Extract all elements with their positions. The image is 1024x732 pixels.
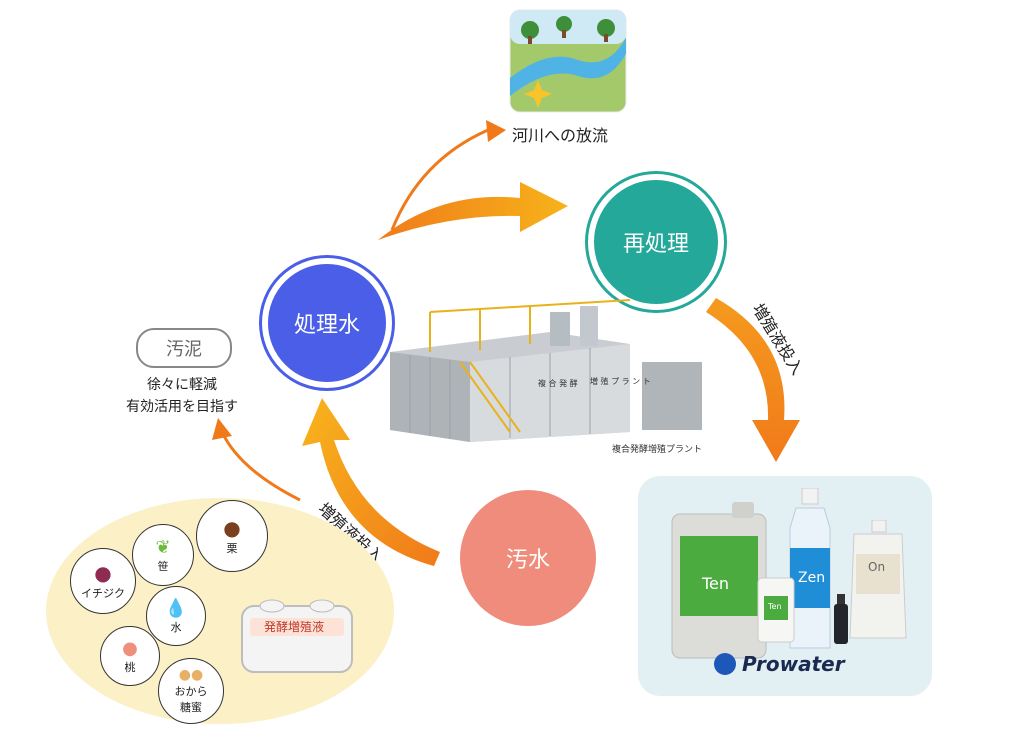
sludge-badge: 汚泥 (136, 328, 232, 368)
retreatment-label: 再処理 (622, 232, 689, 257)
sewage-circle: 汚水 (460, 490, 596, 626)
retreatment-circle: 再処理 (588, 174, 724, 310)
zen-bottle: Zen (784, 487, 836, 652)
on-pouch: On (846, 519, 910, 640)
arrow-to-sludge-head (212, 418, 232, 440)
treated-water-label: 処理水 (293, 313, 360, 338)
zen-label: Zen (798, 570, 826, 586)
sludge-line-1: 徐々に軽減 (147, 377, 217, 393)
arrow-to-retreatment (378, 182, 568, 240)
arrow-to-sludge (220, 431, 301, 502)
sludge-title: 汚泥 (166, 339, 202, 360)
fig-bubble: ● イチジク (70, 548, 136, 614)
water-label: 水 (170, 620, 182, 634)
okara-label: おから (174, 685, 208, 698)
arrow-to-river (390, 128, 489, 231)
arrow-to-products (706, 298, 800, 462)
prowater-logo: Prowater (714, 650, 845, 678)
sewage-label: 汚水 (505, 548, 550, 573)
sludge-line-2: 有効活用を目指す (126, 399, 238, 415)
bamboo-bubble: ❦ 笹 (132, 524, 194, 586)
bamboo-leaf-icon: ❦ (155, 536, 171, 558)
water-drop-icon: 💧 (164, 597, 188, 619)
spray-bottle (832, 594, 850, 646)
molasses-label: 糖蜜 (180, 701, 202, 714)
chestnut-label: 栗 (226, 542, 238, 555)
fermentation-liquid-tank: 発酵増殖液 (238, 592, 356, 676)
ten-label: Ten (702, 574, 730, 593)
water-bubble: 💧 水 (146, 586, 206, 646)
river-discharge-label: 河川への放流 (512, 126, 609, 145)
peach-label: 桃 (124, 660, 136, 674)
fig-icon: ● (94, 561, 112, 585)
peach-icon: ● (122, 637, 138, 659)
fermentation-plant-image: 複 合 発 酵 増 殖 プ ラ ン ト (380, 292, 720, 452)
ten-jerrycan: Ten (666, 500, 770, 660)
on-label: On (868, 560, 886, 574)
okara-icon: ●● (178, 667, 204, 683)
peach-bubble: ● 桃 (100, 626, 160, 686)
arrow-to-river-head (486, 120, 506, 142)
arrow-to-treated-water (302, 398, 440, 566)
chestnut-bubble: ● 栗 (196, 500, 268, 572)
fig-label: イチジク (81, 587, 125, 600)
treated-water-circle: 処理水 (262, 258, 392, 388)
tank-label: 発酵増殖液 (264, 620, 325, 634)
bamboo-label: 笹 (157, 559, 169, 573)
ten-small-label: Ten (768, 602, 782, 611)
prowater-logo-icon (714, 653, 736, 675)
plant-sign-1: 複 合 発 酵 (538, 379, 578, 388)
ten-pouch: Ten (756, 572, 796, 644)
prowater-brand: Prowater (742, 652, 845, 676)
plant-caption: 複合発酵増殖プラント (612, 445, 703, 455)
plant-sign-2: 増 殖 プ ラ ン ト (590, 377, 651, 386)
okara-molasses-bubble: ●● おから 糖蜜 (158, 658, 224, 724)
chestnut-icon: ● (223, 516, 241, 540)
river-illustration (508, 8, 628, 114)
